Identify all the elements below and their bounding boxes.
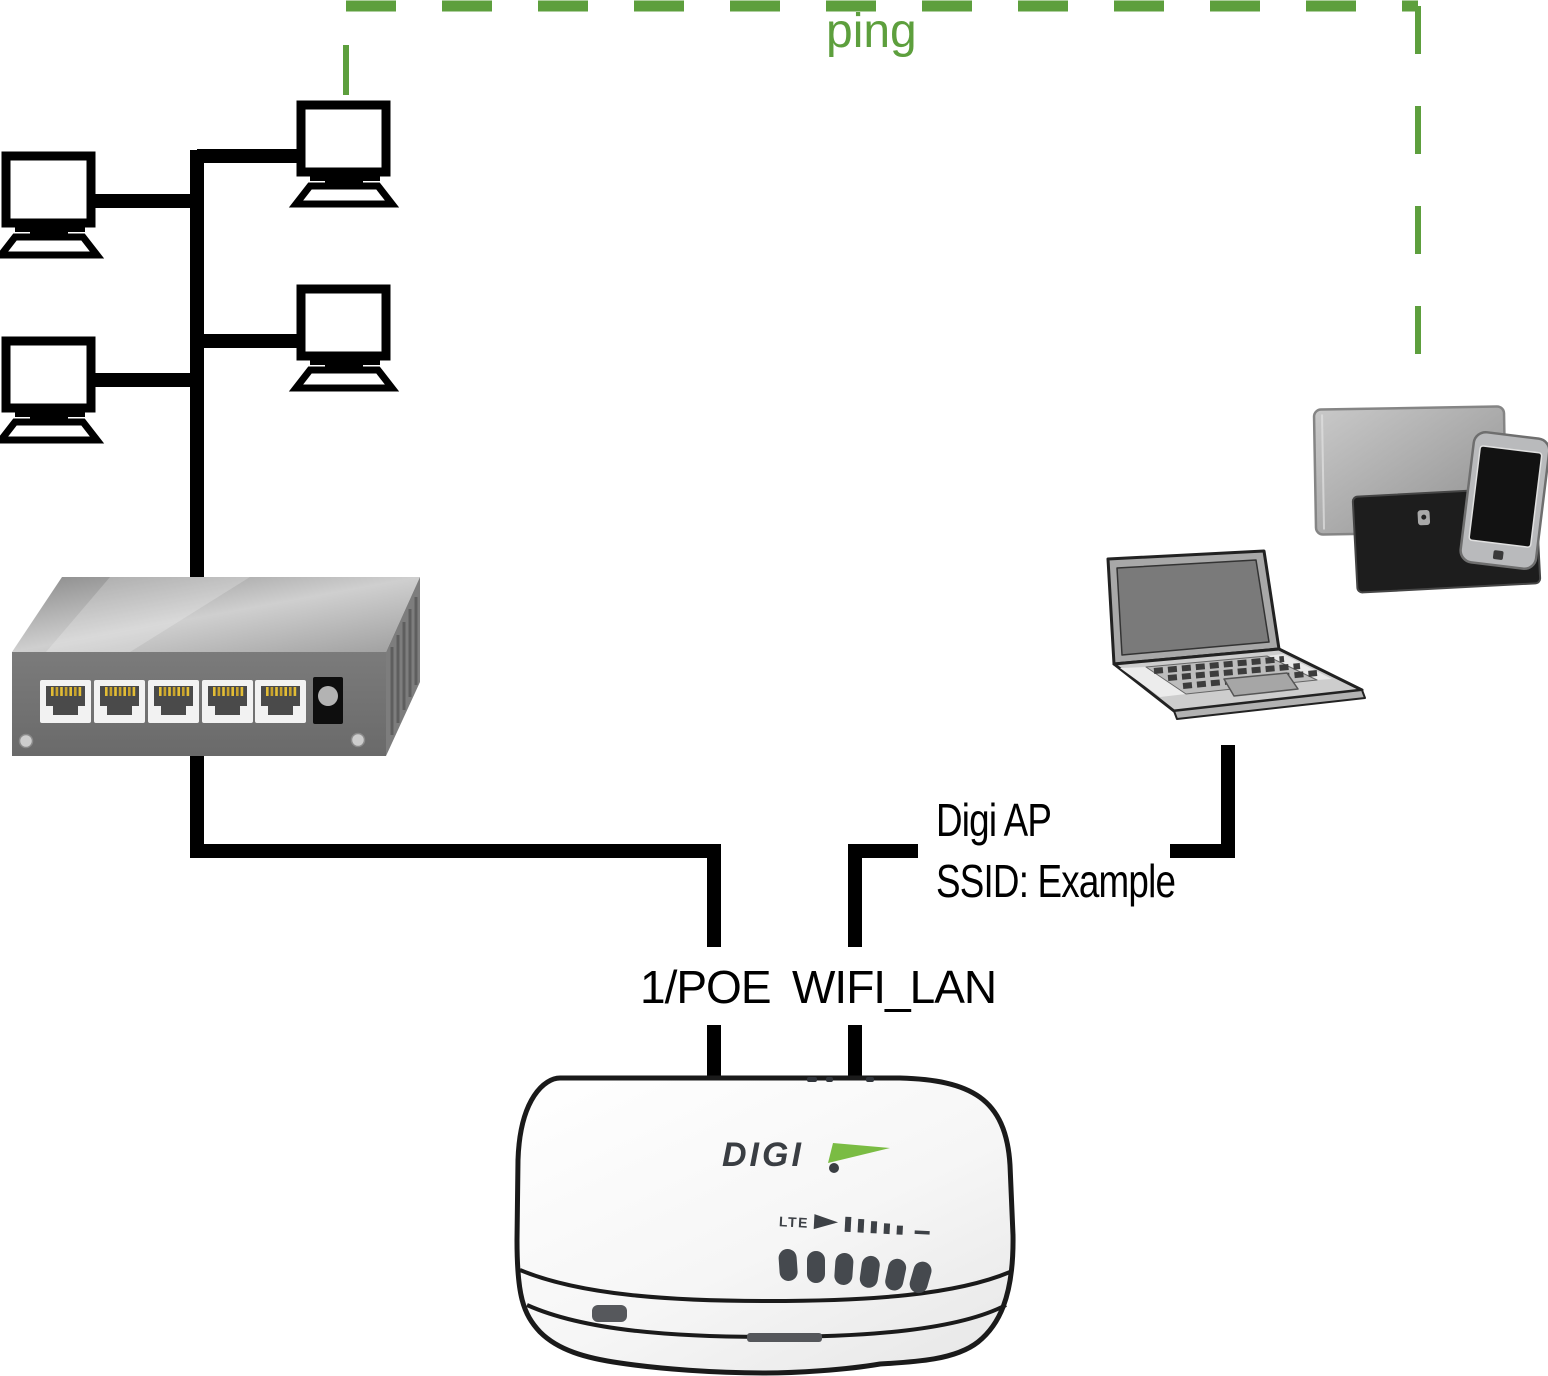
access-point-icon: DIGI LTE — [514, 1075, 1016, 1376]
ping-label: ping — [826, 5, 917, 58]
ping-connection-line — [343, 0, 1421, 405]
digi-logo-text: DIGI — [722, 1136, 804, 1174]
switch-port-icon — [148, 680, 199, 723]
ap-edge-marks-icon — [807, 1077, 874, 1082]
port-label-poe: 1/POE — [640, 961, 772, 1013]
ap-ssid-label: Digi AP SSID: Example — [936, 790, 1176, 912]
wifi-line-right — [1170, 745, 1235, 858]
ap-vent-slots-icon — [778, 1248, 932, 1294]
lte-label: LTE — [779, 1213, 810, 1231]
ap-name-label: Digi AP — [936, 794, 1052, 846]
switch-port-icon — [94, 680, 145, 723]
ap-status-led-icon — [592, 1305, 627, 1322]
wifi-line-left — [848, 844, 918, 947]
switch-port-icon — [255, 680, 306, 723]
switch-to-poe-line — [190, 753, 721, 947]
phone-home-button-icon — [1492, 550, 1504, 560]
ethernet-switch-icon — [12, 577, 420, 756]
workstation-icon — [1, 156, 97, 255]
switch-port-icon — [40, 680, 91, 723]
workstation-icon — [1, 341, 97, 440]
workstation-icon — [296, 289, 392, 388]
ap-bottom-slot-icon — [747, 1333, 822, 1342]
laptop-trackpad — [1223, 672, 1299, 697]
lan-lines — [95, 149, 1235, 1080]
laptop-icon — [1106, 549, 1366, 720]
smartphone-icon — [1459, 430, 1548, 571]
workstation-icon — [296, 105, 392, 204]
ap-ssid-value: SSID: Example — [936, 855, 1176, 907]
laptop-screen — [1116, 559, 1270, 656]
port-label-wifi-lan: WIFI_LAN — [792, 961, 997, 1013]
digi-logo: DIGI — [722, 1136, 890, 1174]
digi-logo-flag-icon — [828, 1143, 890, 1163]
switch-port-icon — [202, 680, 253, 723]
lte-signal-indicator-icon: LTE — [779, 1213, 930, 1235]
